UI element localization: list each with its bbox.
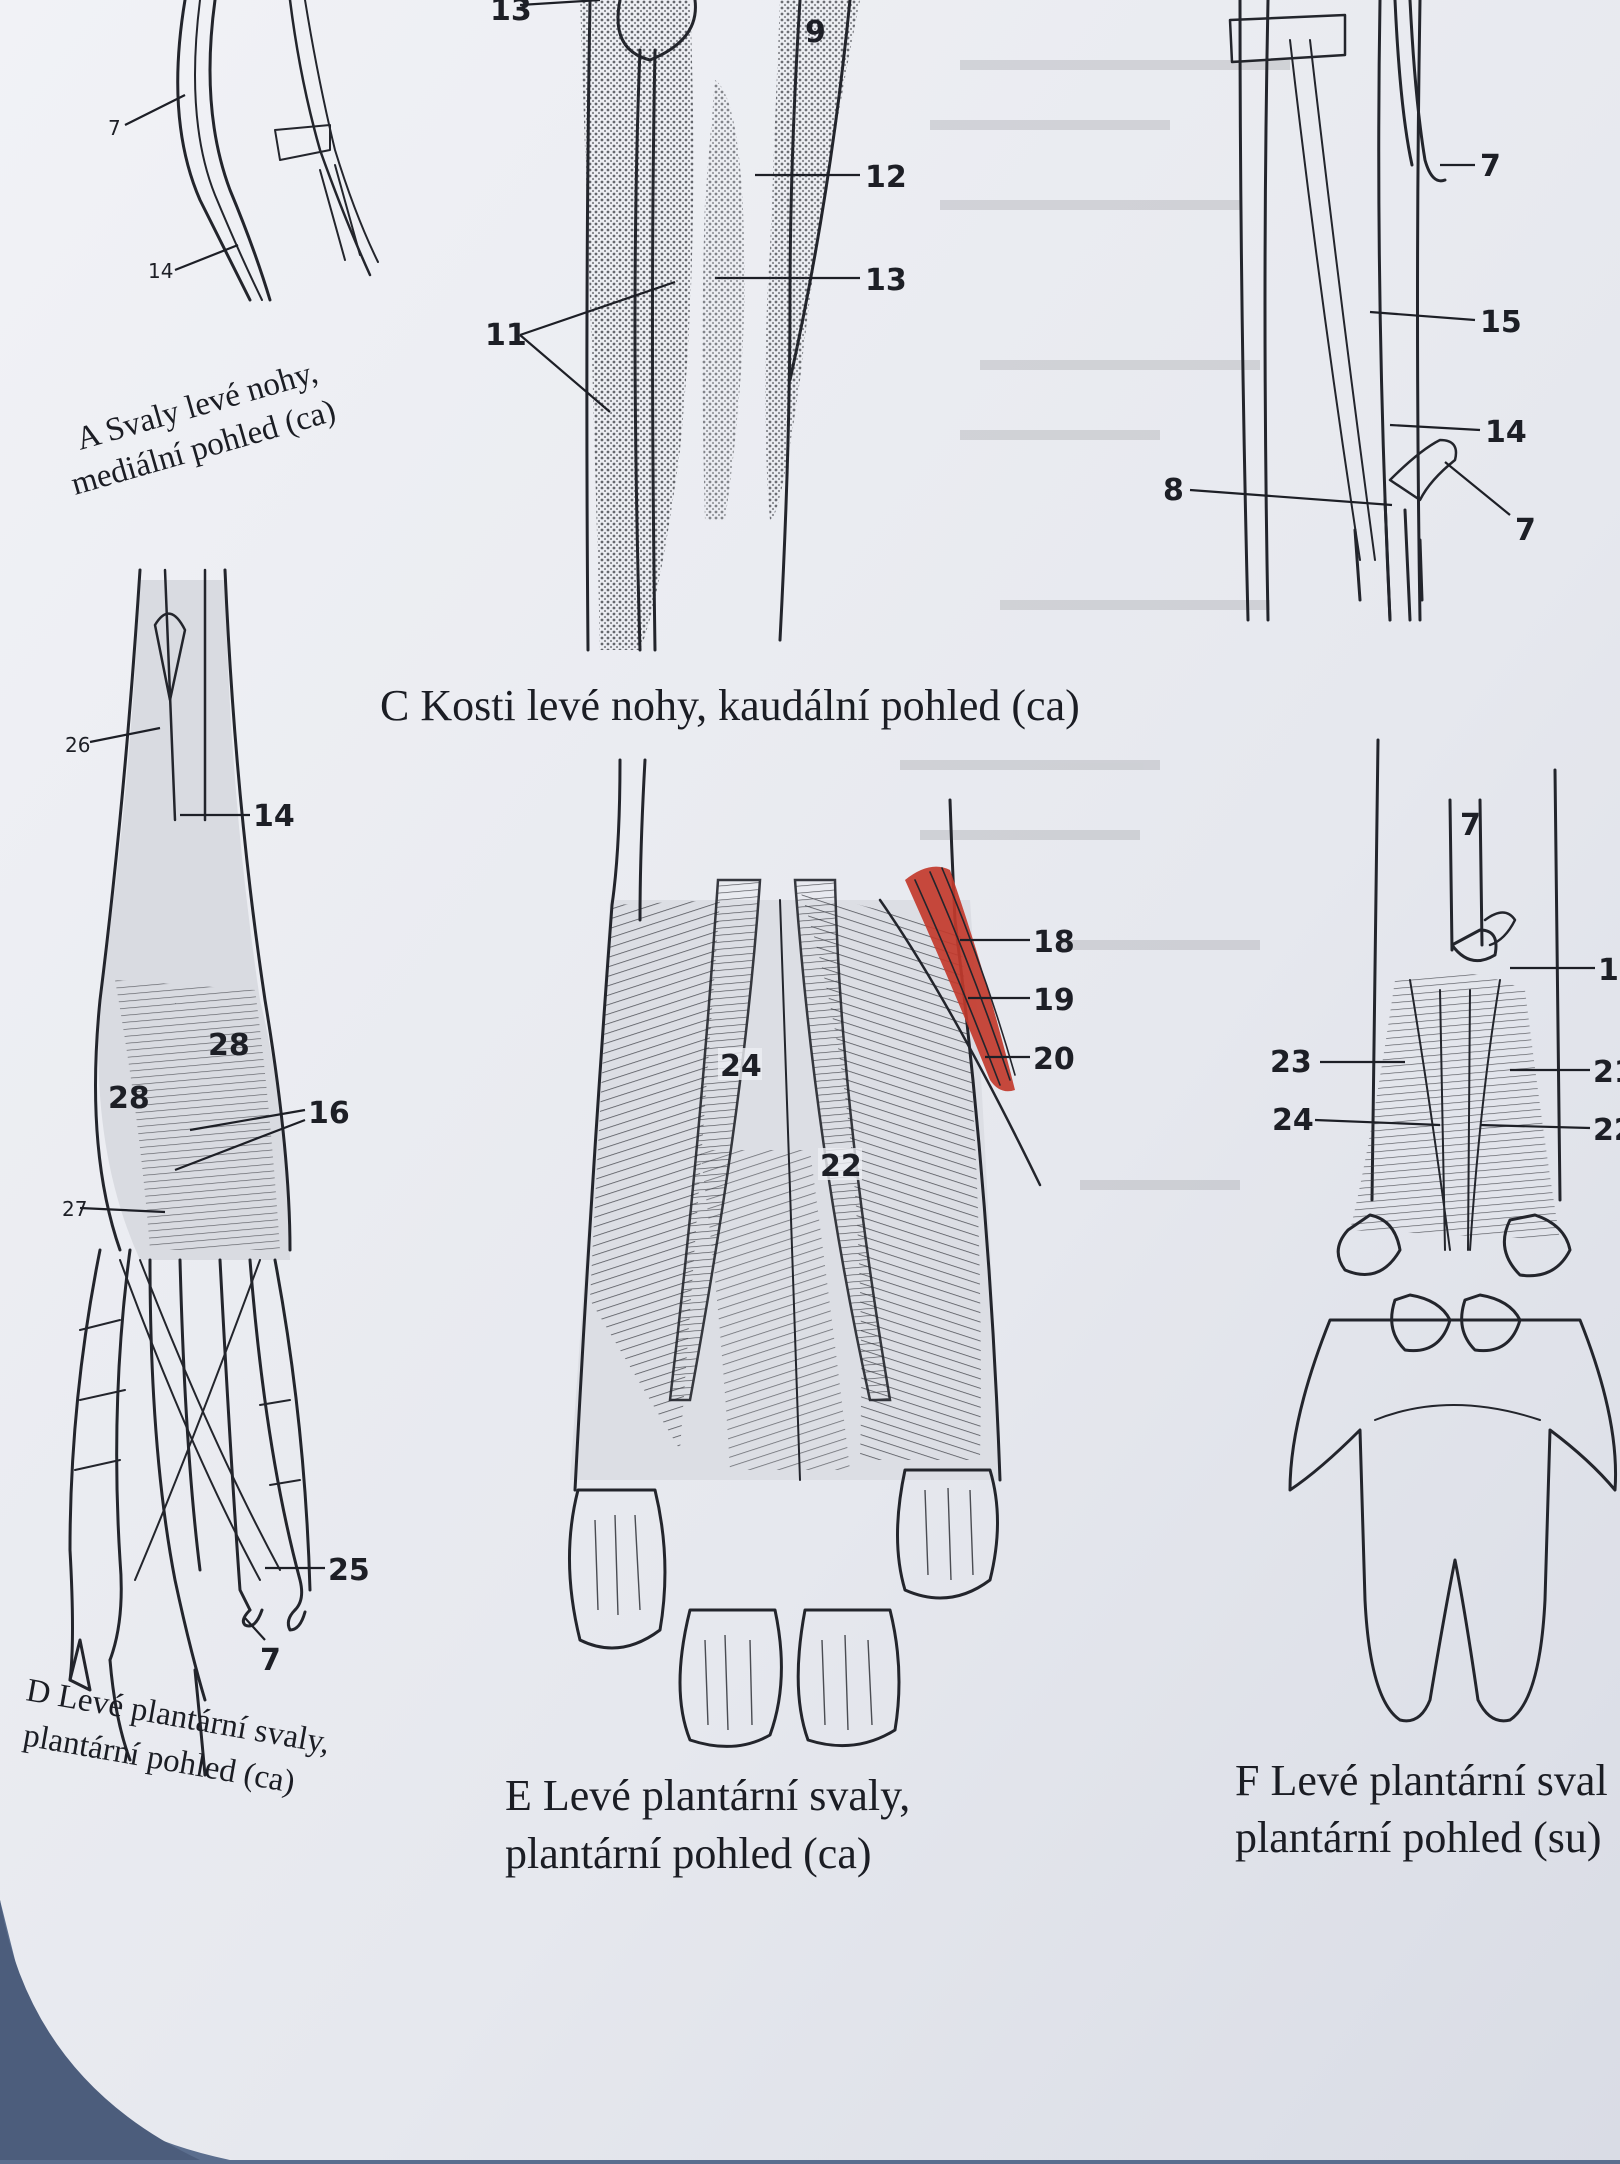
fig-d-toe	[68, 1248, 312, 1777]
bleed-through-text	[900, 60, 1290, 1190]
fig-c-label-13-top: 13	[490, 0, 532, 28]
fig-e-label-19: 19	[1033, 983, 1075, 1018]
fig-c-label-13: 13	[865, 263, 907, 298]
fig-d-label-28a: 28	[208, 1028, 250, 1063]
fig-c-label-12: 12	[865, 160, 907, 195]
fig-c-label-11: 11	[485, 318, 527, 353]
fig-d-label-28b: 28	[108, 1081, 150, 1116]
fig-tr-label-7b: 7	[1515, 513, 1536, 548]
fig-d-label-25: 25	[328, 1553, 370, 1588]
figure-top-right-tendons: 7 15 14 8 7	[1163, 0, 1536, 622]
fig-d-label-7: 7	[260, 1643, 281, 1678]
fig-f-label-7: 7	[1460, 808, 1481, 843]
fig-c-label-9: 9	[805, 15, 826, 50]
fig-tr-label-14: 14	[1485, 415, 1527, 450]
fig-d-label-26: 26	[65, 733, 90, 757]
fig-a-label-7: 7	[108, 116, 121, 140]
fig-f-caption-line1: F Levé plantární sval	[1235, 1756, 1608, 1805]
fig-f-caption-line2: plantární pohled (su)	[1235, 1813, 1602, 1862]
fig-d-label-16: 16	[308, 1096, 350, 1131]
fig-e-label-22: 22	[820, 1149, 862, 1184]
fig-tr-label-7a: 7	[1480, 149, 1501, 184]
fig-tr-label-8: 8	[1163, 473, 1184, 508]
fig-e-caption-line1: E Levé plantární svaly,	[505, 1771, 910, 1820]
figure-c-leg-bones: 13 9 12 13 11 C Kosti levé nohy, kaudáln…	[380, 0, 1080, 730]
fig-tr-label-15: 15	[1480, 305, 1522, 340]
fig-a-label-14: 14	[148, 259, 173, 283]
fig-e-label-20: 20	[1033, 1042, 1075, 1077]
fig-e-caption-line2: plantární pohled (ca)	[505, 1829, 872, 1878]
fig-f-label-22: 22	[1593, 1113, 1620, 1148]
fig-c-caption: C Kosti levé nohy, kaudální pohled (ca)	[380, 681, 1080, 730]
fig-e-highlighted-muscle	[905, 866, 1015, 1092]
fig-f-label-24: 24	[1272, 1103, 1314, 1138]
fig-d-label-27: 27	[62, 1197, 87, 1221]
fig-f-label-21: 21	[1593, 1055, 1620, 1090]
fig-d-label-14: 14	[253, 799, 295, 834]
fig-e-digital-pads	[567, 1468, 999, 1748]
figure-d-plantar-muscles: 26 14 28 28 16 27 25 7 D Levé plantární …	[21, 568, 370, 1801]
fig-e-label-18: 18	[1033, 925, 1075, 960]
fig-f-label-14: 14	[1598, 953, 1620, 988]
page-shadow	[0, 1900, 200, 2160]
figure-e-plantar-muscles: 18 19 20 24 22 E Levé plantární svaly, p…	[505, 758, 1075, 1878]
fig-f-label-23: 23	[1270, 1045, 1312, 1080]
fig-e-label-24: 24	[720, 1049, 762, 1084]
figure-f-plantar-muscles: 14 7 23 21 24 22 F Levé plantární sval p…	[1235, 738, 1620, 1862]
